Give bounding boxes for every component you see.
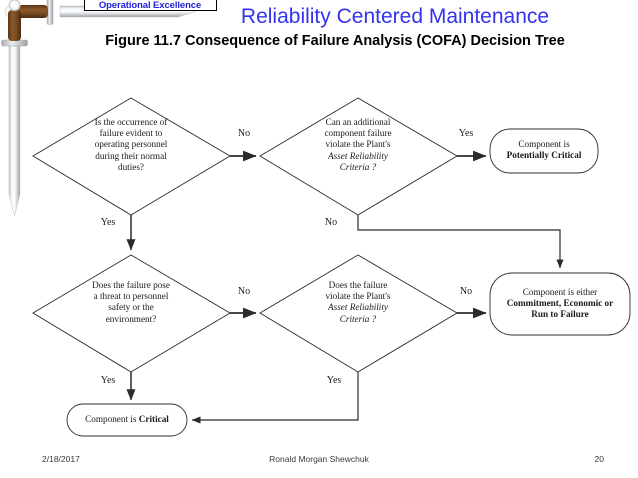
- terminator-critical: [66, 403, 188, 437]
- slide-footer: 2/18/2017 Ronald Morgan Shewchuk 20: [0, 452, 638, 478]
- edge-label-d4-yes: Yes: [326, 375, 342, 386]
- edge-d4-to-critical: [191, 372, 359, 424]
- edge-d2-to-commitment: [357, 215, 564, 269]
- edge-label-d4-no: No: [459, 286, 473, 297]
- footer-page-number: 20: [594, 454, 604, 464]
- edge-label-d1-yes: Yes: [100, 217, 116, 228]
- edge-label-d1-no: No: [237, 128, 251, 139]
- figure-subtitle: Figure 11.7 Consequence of Failure Analy…: [105, 33, 565, 49]
- edge-label-d2-yes: Yes: [458, 128, 474, 139]
- cofa-decision-tree: [32, 97, 631, 437]
- decision-node-safety-threat: [32, 254, 231, 373]
- page-title: Reliability Centered Maintenance: [240, 5, 550, 28]
- footer-date: 2/18/2017: [42, 454, 80, 464]
- crossed-swords-graphic: [1, 0, 197, 217]
- decision-node-violate-criteria: [259, 254, 458, 373]
- terminator-potentially-critical: [489, 128, 599, 174]
- decision-node-additional-component-failure: [259, 97, 458, 216]
- footer-author: Ronald Morgan Shewchuk: [269, 454, 369, 464]
- terminator-commitment-economic-runtofailure: [489, 272, 631, 336]
- operational-excellence-badge-label: Operational Excellence: [98, 0, 202, 11]
- sword-vertical: [1, 0, 28, 217]
- operational-excellence-badge-box: [84, 0, 217, 11]
- edge-label-d3-no: No: [237, 286, 251, 297]
- edge-label-d2-no: No: [324, 217, 338, 228]
- edge-label-d3-yes: Yes: [100, 375, 116, 386]
